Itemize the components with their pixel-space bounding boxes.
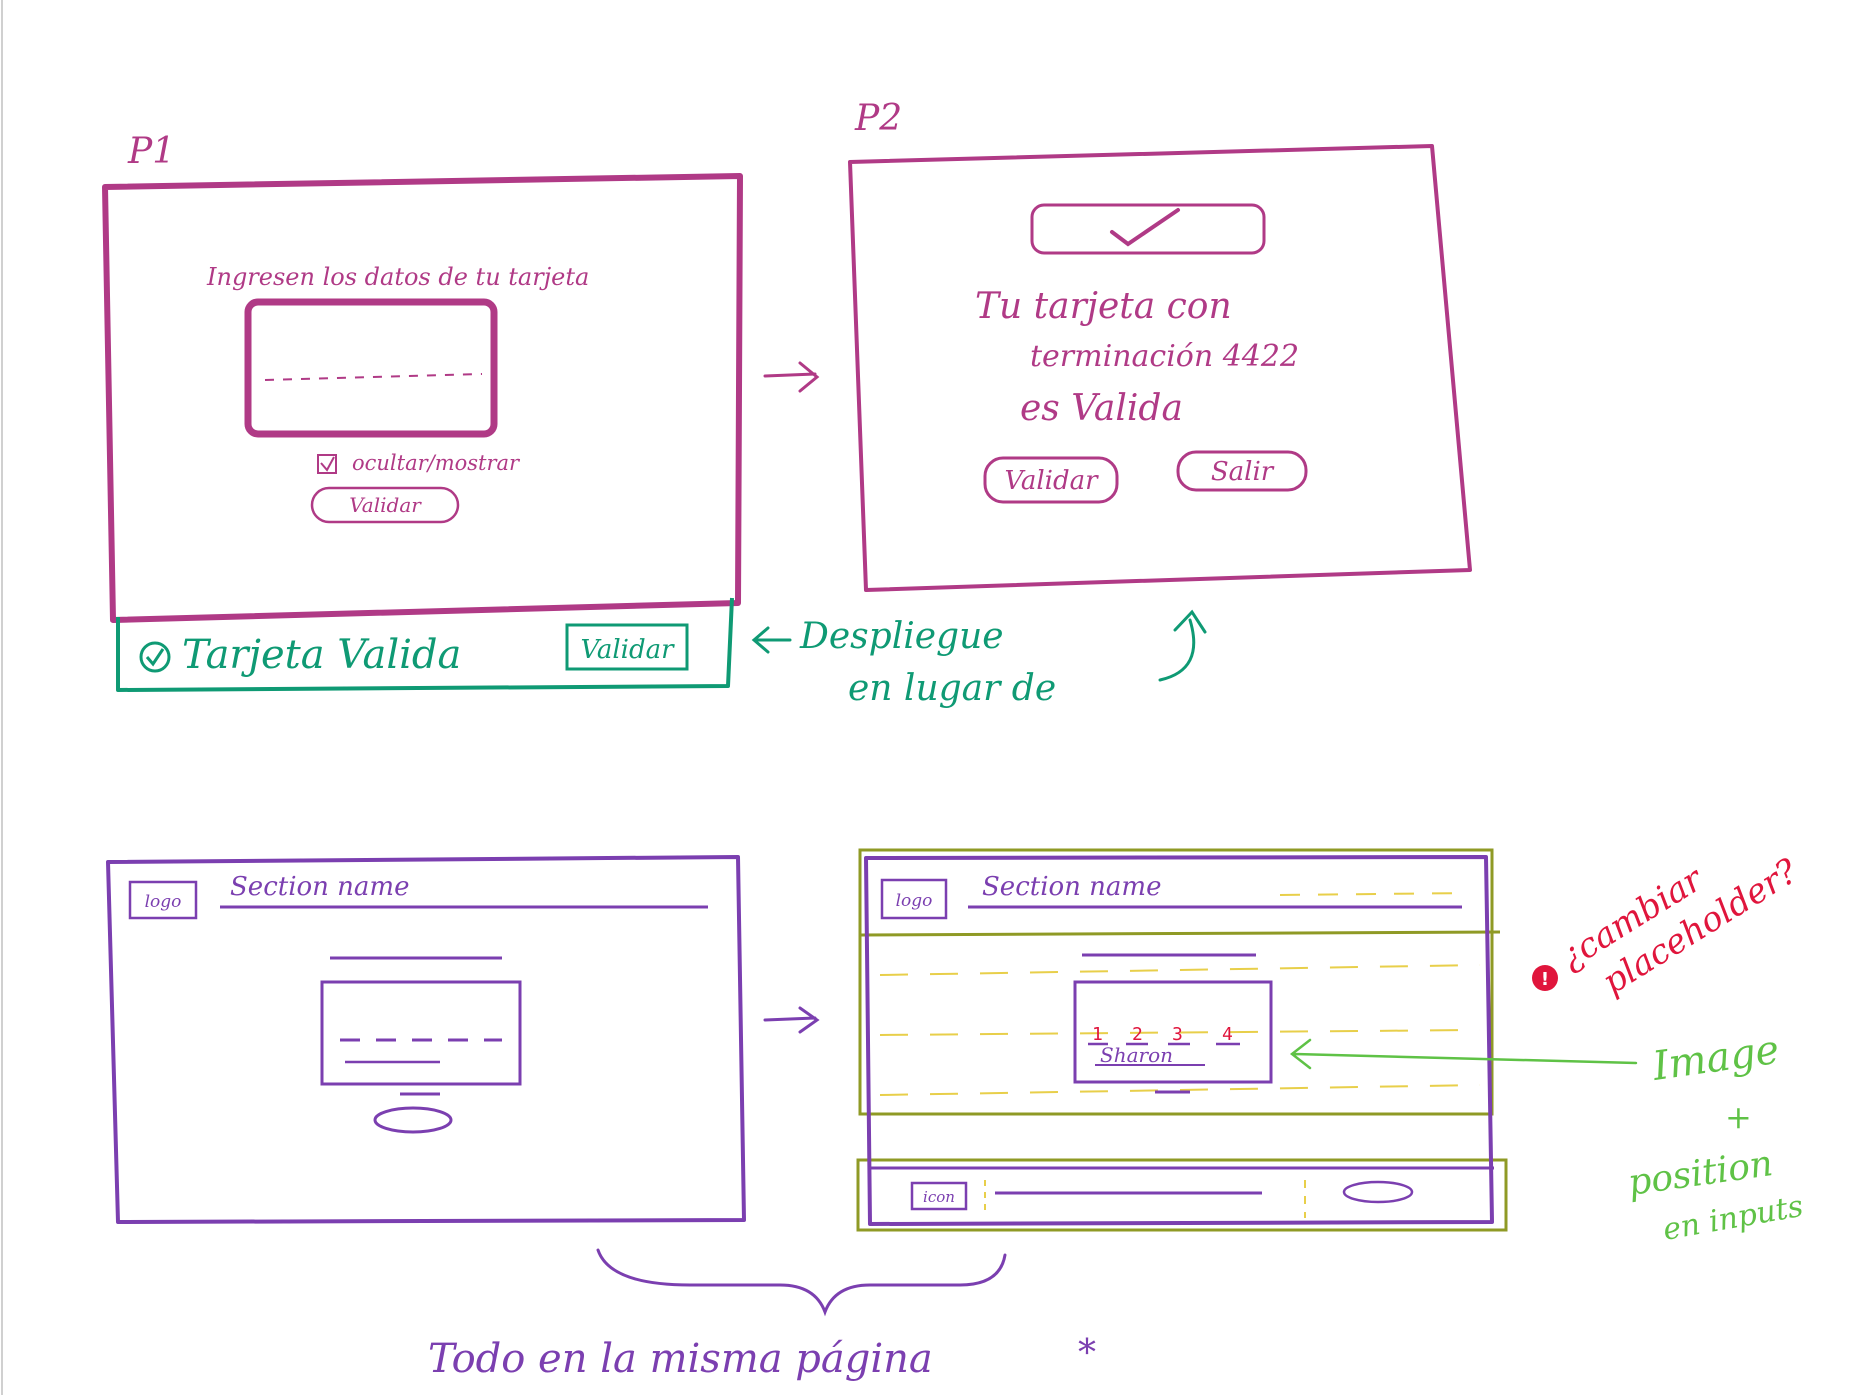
p2-message-line3: es Valida	[1020, 388, 1183, 429]
note-left-arrow-icon	[751, 626, 792, 654]
note-image-line1: Image	[1649, 1027, 1782, 1090]
wire2-logo: logo	[896, 891, 933, 911]
p1-validate-button[interactable]	[310, 486, 460, 524]
bottom-caption: Todo en la misma página	[428, 1336, 933, 1382]
arrow-p1-to-p2-icon	[763, 361, 820, 393]
wire2-guide-middle	[879, 1029, 1481, 1036]
wire2-card-name: Sharon	[1100, 1043, 1173, 1067]
wire2-frame	[864, 855, 1494, 1226]
warning-icon	[1532, 965, 1558, 991]
p1-validate-button-label: Validar	[349, 493, 422, 517]
p1-input-dashed-line	[264, 373, 483, 381]
p2-exit-button-label: Salir	[1211, 457, 1275, 487]
p1-prompt: Ingresen los datos de tu tarjeta	[206, 263, 589, 291]
note-despliegue-line2: en lugar de	[848, 668, 1056, 709]
wireframe-1: logo Section name	[106, 855, 746, 1224]
wire1-monitor-screen	[320, 980, 522, 1086]
wire2-digit-2: 2	[1132, 1024, 1143, 1045]
note-image-arrow-icon	[1289, 1038, 1638, 1070]
warning-icon-glyph: !	[1541, 969, 1549, 990]
note-despliegue: Despliegue en lugar de	[751, 609, 1207, 709]
p2-validate-button[interactable]	[983, 456, 1119, 504]
p2-message-line1: Tu tarjeta con	[975, 286, 1232, 327]
p2-screen: P2 Tu tarjeta con terminación 4422 es Va…	[848, 98, 1472, 592]
footer-status-text: Tarjeta Valida	[182, 632, 461, 678]
footer-validate-button-label: Validar	[580, 635, 675, 665]
wire2-section-name: Section name	[982, 872, 1161, 902]
wire1-logo-box	[128, 880, 198, 920]
bottom-brace	[596, 1248, 1007, 1317]
p1-screen: P1 Ingresen los datos de tu tarjeta ocul…	[102, 131, 743, 623]
wire1-frame	[106, 855, 746, 1224]
wire2-header-divider	[859, 930, 1501, 937]
note-image-line3: position	[1626, 1143, 1776, 1204]
note-despliegue-line1: Despliegue	[799, 616, 1004, 657]
p2-label: P2	[854, 98, 902, 139]
p2-exit-button[interactable]	[1176, 450, 1308, 492]
wire2-footer-highlight	[856, 1158, 1508, 1232]
p1-checkbox[interactable]	[317, 454, 337, 474]
footer-bar-frame	[116, 597, 734, 692]
p2-frame	[848, 144, 1472, 592]
wire1-section-name: Section name	[230, 872, 409, 902]
p1-label: P1	[127, 131, 175, 172]
p1-frame	[102, 173, 743, 623]
note-curved-arrow-icon	[1158, 609, 1207, 682]
arrow-wire1-to-wire2-icon	[763, 1006, 820, 1034]
note-image-line4: en inputs	[1660, 1189, 1805, 1248]
p2-validate-button-label: Validar	[1004, 466, 1099, 496]
wire2-icon-box	[910, 1181, 968, 1211]
wire2-guide-bottom	[879, 1084, 1481, 1096]
p1-checkbox-label: ocultar/mostrar	[352, 451, 521, 475]
wire2-main-highlight	[858, 848, 1494, 1116]
wire2-footer-button[interactable]	[1342, 1180, 1414, 1204]
wire2-guide-header	[1279, 892, 1471, 896]
wire2-icon-label: icon	[923, 1188, 955, 1206]
valid-check-circle-icon	[139, 641, 171, 673]
p1-card-input[interactable]	[244, 298, 498, 438]
wire2-digit-1: 1	[1092, 1024, 1103, 1045]
wireframe-2: logo Section name 1 2 3 4 Sharon icon	[856, 848, 1508, 1232]
footer-validate-button[interactable]	[565, 623, 689, 671]
p1-checkbox-check-icon	[320, 456, 335, 472]
p2-success-badge	[1030, 203, 1266, 255]
p2-checkmark-icon	[1110, 208, 1180, 247]
wire2-logo-box	[880, 878, 948, 920]
note-image-position: Image + position en inputs	[1289, 1027, 1806, 1248]
p1-footer-bar: Tarjeta Valida Validar	[116, 597, 734, 692]
valid-check-mark-icon	[145, 648, 165, 667]
note-placeholder: ! ¿cambiar placeholder?	[1532, 851, 1805, 1003]
wire2-guide-top	[879, 964, 1481, 976]
wire2-card-image	[1073, 980, 1273, 1084]
note-image-line2: +	[1725, 1098, 1752, 1136]
wire2-digit-3: 3	[1172, 1024, 1183, 1045]
p2-message-line2: terminación 4422	[1030, 339, 1299, 374]
wire1-logo: logo	[145, 892, 182, 912]
bottom-asterisk: *	[1078, 1333, 1096, 1374]
wire2-digit-4: 4	[1222, 1024, 1233, 1045]
wire1-monitor-base	[373, 1106, 453, 1134]
